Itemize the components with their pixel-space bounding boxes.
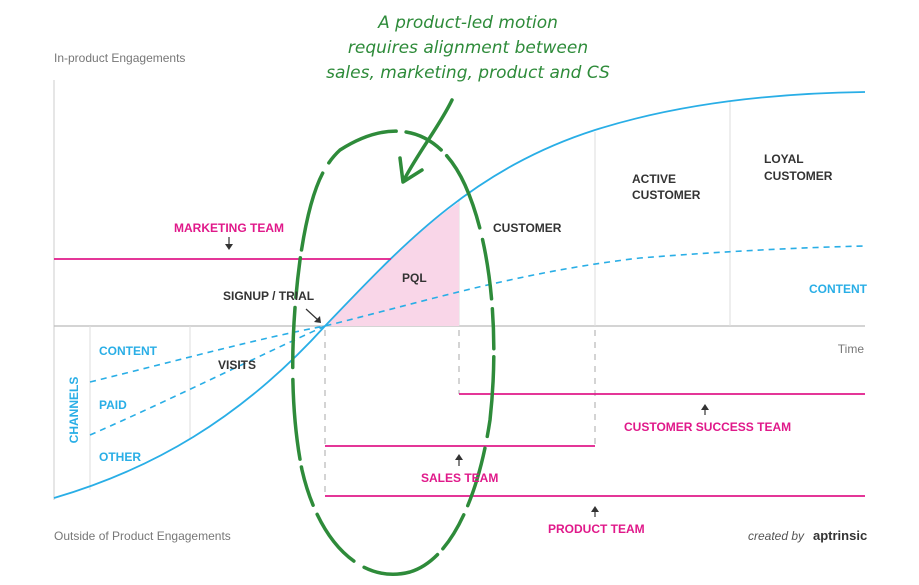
loyal-customer-label-2: CUSTOMER xyxy=(764,169,833,183)
customer-label: CUSTOMER xyxy=(493,221,562,235)
pql-region xyxy=(325,202,459,326)
active-customer-label-1: ACTIVE xyxy=(632,172,676,186)
cs-team-label: CUSTOMER SUCCESS TEAM xyxy=(624,420,791,434)
channel-other-label: OTHER xyxy=(99,450,141,464)
cs-arrow-icon xyxy=(701,404,709,415)
annotation-arrowhead xyxy=(398,156,424,184)
product-team-label: PRODUCT TEAM xyxy=(548,522,645,536)
credit-prefix: created by xyxy=(748,529,805,543)
x-axis-label: Time xyxy=(838,342,865,356)
annotation-line-2: requires alignment between xyxy=(348,38,588,58)
y-axis-bottom-label: Outside of Product Engagements xyxy=(54,529,231,543)
annotation-line-1: A product-led motion xyxy=(377,13,558,33)
channel-content-label: CONTENT xyxy=(99,344,158,358)
content-right-label: CONTENT xyxy=(809,282,868,296)
sales-team-label: SALES TEAM xyxy=(421,471,498,485)
marketing-team-label: MARKETING TEAM xyxy=(174,221,284,235)
annotation-line-3: sales, marketing, product and CS xyxy=(326,63,610,83)
product-arrow-icon xyxy=(591,506,599,517)
annotation-arrow xyxy=(403,98,454,180)
sales-arrow-icon xyxy=(455,454,463,466)
marketing-arrow-icon xyxy=(225,237,233,250)
signup-arrow-icon xyxy=(305,308,321,323)
visits-label: VISITS xyxy=(218,358,256,372)
active-customer-label-2: CUSTOMER xyxy=(632,188,701,202)
content-curve xyxy=(89,245,866,383)
engagement-curve xyxy=(53,91,866,499)
y-axis-top-label: In-product Engagements xyxy=(54,51,185,65)
channel-paid-label: PAID xyxy=(99,398,127,412)
loyal-customer-label-1: LOYAL xyxy=(764,152,804,166)
pql-label: PQL xyxy=(402,271,427,285)
paid-curve xyxy=(89,325,326,436)
credit-brand-logo: aptrinsic xyxy=(813,528,867,543)
signup-trial-label: SIGNUP / TRIAL xyxy=(223,289,314,303)
channels-title: CHANNELS xyxy=(67,377,81,444)
alignment-loop xyxy=(290,129,496,576)
